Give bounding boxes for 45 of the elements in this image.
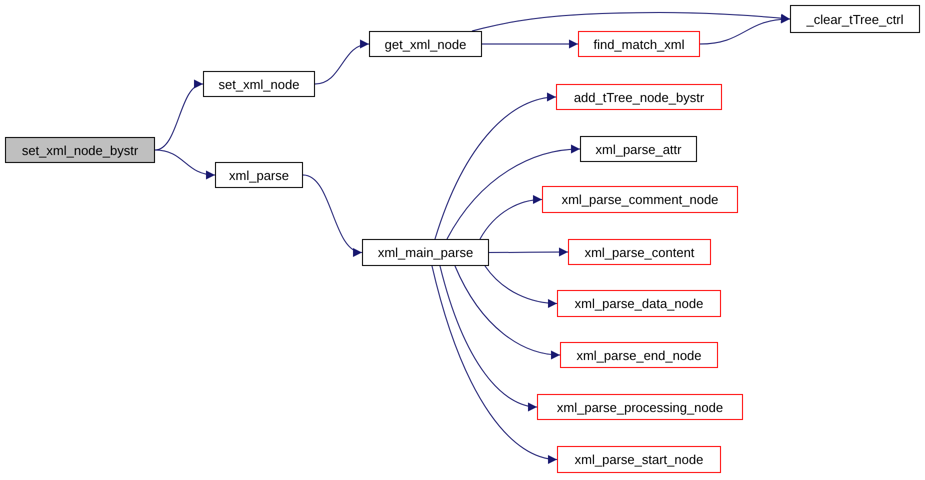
function-name: xml_parse_end_node [576, 348, 702, 362]
function-name: xml_main_parse [378, 245, 474, 260]
function-name: xml_parse_data_node [574, 296, 704, 311]
function-box [542, 186, 738, 213]
function-box [790, 5, 920, 33]
function-name: xml_parse_processing_node [556, 400, 724, 414]
function-name: get_xml_node [384, 36, 466, 52]
function-name: xml_parse_content [584, 244, 694, 260]
function-name: add_tTree_node_bystr [574, 90, 704, 104]
function-box [369, 31, 482, 57]
function-name: find_match_xml [593, 36, 685, 52]
arrow [314, 40, 370, 84]
function-name: xml_parse [229, 168, 289, 182]
function-name: xml_parse_attr [596, 142, 682, 156]
function-box [557, 290, 721, 317]
arrow [434, 93, 556, 240]
arrow [472, 12, 790, 32]
function-name: xml_parse_comment_node [562, 192, 718, 207]
arrow [480, 195, 542, 240]
function-name: set_xml_node [218, 76, 300, 92]
function-box [568, 239, 711, 265]
function-box [556, 84, 722, 110]
function-name: _clear_tTree_ctrl [806, 12, 904, 26]
arrow [440, 266, 538, 411]
function-box [557, 446, 721, 473]
arrow [302, 174, 362, 255]
arrow [484, 266, 558, 308]
function-name: xml_parse_start_node [574, 452, 704, 467]
arrow [700, 14, 790, 44]
arrow [446, 144, 580, 240]
function-box [537, 394, 743, 420]
function-box [362, 239, 489, 266]
function-name: set_xml_node_bystr [22, 142, 138, 158]
function-box [580, 136, 697, 162]
arrow [454, 266, 560, 359]
function-box [5, 137, 155, 163]
function-box [560, 342, 718, 368]
arrow [154, 82, 204, 150]
function-box [578, 31, 700, 57]
function-box [203, 71, 315, 97]
arrow [432, 266, 558, 463]
arrow [482, 40, 578, 48]
arrow [154, 150, 216, 179]
function-box [215, 162, 303, 188]
arrow [488, 248, 568, 256]
